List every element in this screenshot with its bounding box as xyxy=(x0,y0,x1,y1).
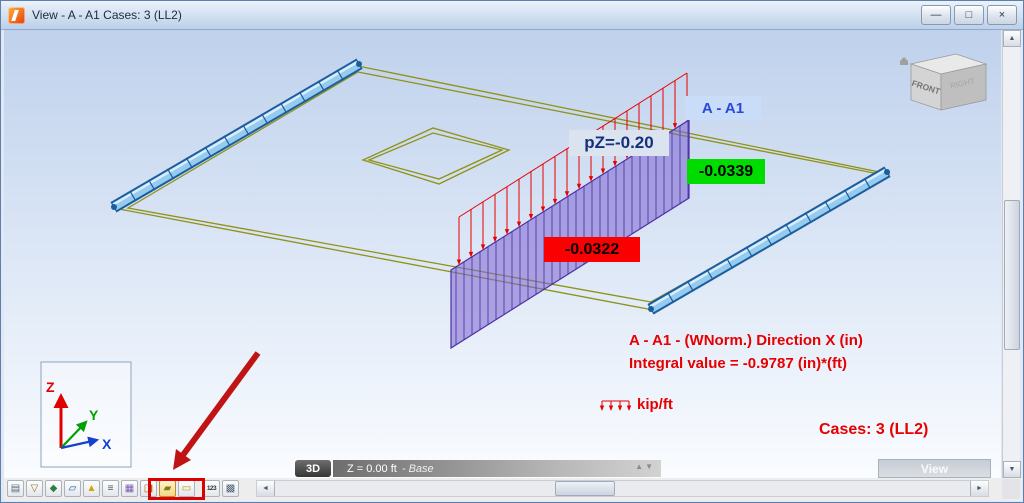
max-value-label: -0.0339 xyxy=(687,159,765,184)
level-down-spinner[interactable]: ▼ xyxy=(645,462,655,471)
load-unit-symbol-icon xyxy=(599,400,632,411)
releases-display-icon[interactable]: ◆ xyxy=(45,480,62,497)
viewcube[interactable]: FRONT RIGHT xyxy=(900,53,988,111)
z-value-label: Z = 0.00 ft xyxy=(347,462,397,475)
view-tab[interactable]: View xyxy=(878,459,991,478)
diagram-caption-line2: Integral value = -0.9787 (in)*(ft) xyxy=(629,355,847,372)
window-title: View - A - A1 Cases: 3 (LL2) xyxy=(32,8,182,22)
bars-display-icon[interactable]: ▱ xyxy=(64,480,81,497)
structure-display-icon[interactable]: ▤ xyxy=(7,480,24,497)
annotation-arrow xyxy=(173,351,261,470)
supports-display-icon[interactable]: ▽ xyxy=(26,480,43,497)
vertical-scroll-thumb[interactable] xyxy=(1004,200,1020,350)
canvas-viewport[interactable]: Z Y X FRONT RIGHT pZ=-0.20 A - A1 -0.033 xyxy=(4,29,1001,478)
min-value-label: -0.0322 xyxy=(544,237,640,262)
tables-display-icon[interactable]: ▩ xyxy=(222,480,239,497)
titlebar[interactable]: View - A - A1 Cases: 3 (LL2) — □ × xyxy=(1,1,1023,30)
window-controls: — □ × xyxy=(921,5,1017,25)
bottom-bar: ▤ ▽ ◆ ▱ ▲ ≡ ▦ ◨ ▰ ▭ 123 ▩ ◄ ► xyxy=(4,478,1022,501)
level-name-label: - Base xyxy=(401,462,434,475)
panel-cuts-display-icon[interactable]: ▰ xyxy=(159,480,176,497)
app-icon xyxy=(8,6,25,24)
load-value-label: pZ=-0.20 xyxy=(569,130,669,156)
unit-label: kip/ft xyxy=(637,396,673,413)
level-up-spinner[interactable]: ▲ xyxy=(635,462,646,471)
scroll-up-button[interactable]: ▲ xyxy=(1003,30,1021,47)
cases-label: Cases: 3 (LL2) xyxy=(819,421,929,438)
z-level-bar[interactable]: Z = 0.00 ft - Base ▲▼ xyxy=(333,460,661,477)
scene-svg: Z Y X FRONT RIGHT xyxy=(40,53,988,470)
z-axis-label: Z xyxy=(46,379,55,395)
maximize-button[interactable]: □ xyxy=(954,5,984,25)
diagram-values-display-icon[interactable]: ▭ xyxy=(178,480,195,497)
scroll-right-button[interactable]: ► xyxy=(970,481,988,496)
horizontal-scrollbar[interactable]: ◄ ► xyxy=(256,480,989,497)
scroll-down-button[interactable]: ▼ xyxy=(1003,461,1021,478)
section-diagram[interactable] xyxy=(450,118,690,350)
diagram-caption-line1: A - A1 - (WNorm.) Direction X (in) xyxy=(629,332,863,349)
numbers-display-icon[interactable]: ≡ xyxy=(102,480,119,497)
close-button[interactable]: × xyxy=(987,5,1017,25)
viewcube-home-icon[interactable] xyxy=(900,57,908,65)
horizontal-scroll-thumb[interactable] xyxy=(555,481,615,496)
beam-left-ticks xyxy=(110,58,363,213)
vertical-scrollbar[interactable]: ▲ ▼ xyxy=(1002,30,1021,478)
view-mode-button[interactable]: 3D xyxy=(295,460,331,477)
value-numbers-display-icon[interactable]: 123 xyxy=(203,480,220,497)
scrollbar-corner xyxy=(1002,479,1020,499)
x-axis-label: X xyxy=(102,436,112,452)
beam-left[interactable] xyxy=(110,58,363,213)
section-name-label: A - A1 xyxy=(685,96,761,120)
minimize-button[interactable]: — xyxy=(921,5,951,25)
axis-triad: Z Y X xyxy=(40,361,132,468)
beam-right-ticks xyxy=(647,166,891,315)
local-axes-display-icon[interactable]: ◨ xyxy=(140,480,157,497)
y-axis-label: Y xyxy=(89,407,99,423)
panels-display-icon[interactable]: ▦ xyxy=(121,480,138,497)
loads-display-icon[interactable]: ▲ xyxy=(83,480,100,497)
scroll-left-button[interactable]: ◄ xyxy=(257,481,275,496)
